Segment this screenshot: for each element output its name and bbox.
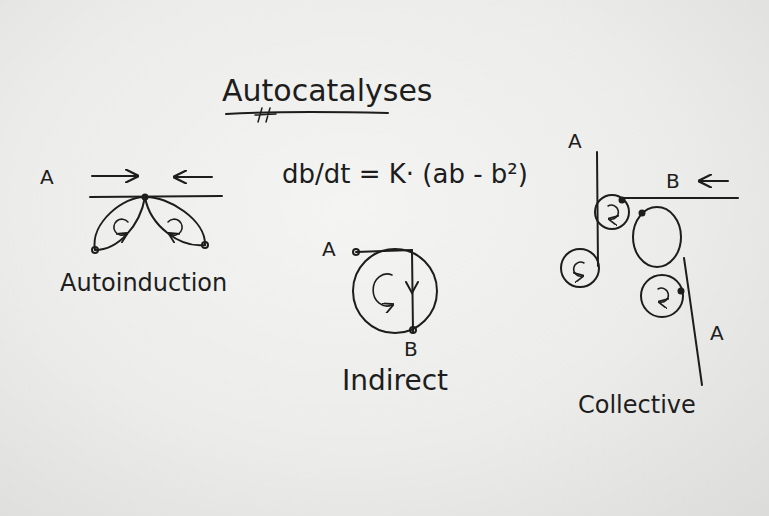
line (597, 152, 598, 266)
point-label: A (40, 166, 54, 188)
loop (561, 249, 599, 287)
point-label: A (710, 322, 724, 344)
loop (145, 197, 205, 245)
cycle-symbol (658, 288, 668, 302)
cycle-symbol (608, 205, 618, 219)
dot (620, 198, 625, 203)
equation: db/dt = K· (ab - b²) (282, 160, 528, 189)
dot (679, 289, 684, 294)
arrow (406, 282, 418, 293)
point-label: A (322, 238, 336, 260)
loop (353, 249, 437, 333)
line (624, 197, 738, 199)
point-label: A (568, 130, 582, 152)
dot (353, 249, 359, 255)
caption-label: Collective (578, 392, 696, 418)
cycle-symbol (114, 219, 128, 235)
arrow (92, 175, 136, 177)
arrow (701, 180, 728, 182)
dot (202, 242, 208, 248)
caption-label: Autoinduction (60, 270, 227, 296)
point-label: B (404, 338, 418, 360)
line (90, 196, 222, 197)
loop (595, 195, 629, 229)
arrow (176, 176, 212, 178)
tick-mark (255, 108, 276, 122)
cycle-symbol (574, 262, 584, 276)
title: Autocatalyses (222, 74, 432, 107)
loop (95, 197, 145, 250)
dot (143, 195, 148, 200)
dot (640, 211, 645, 216)
caption-label: Indirect (342, 366, 448, 397)
underline (226, 112, 388, 114)
dot (92, 247, 98, 253)
dot (410, 327, 416, 333)
loop (641, 275, 683, 317)
cycle-symbol (168, 219, 182, 235)
point-label: B (666, 170, 680, 192)
cycle-symbol (373, 274, 392, 306)
line (684, 258, 702, 385)
loop (633, 207, 681, 267)
